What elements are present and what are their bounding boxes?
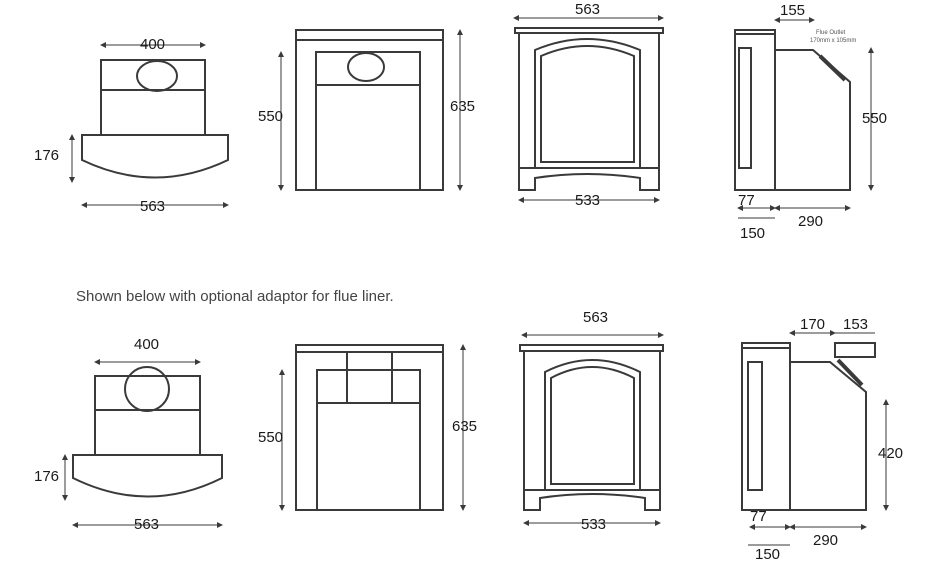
dim-side-height: 550 — [862, 110, 887, 127]
dim-plan-depth: 176 — [34, 147, 59, 164]
bottom-plan-view: 400 176 563 — [34, 336, 223, 533]
top-front-stove-view: 563 533 — [513, 1, 664, 209]
top-front-frame-view: 550 635 — [258, 29, 475, 191]
dim-plan-depth: 176 — [34, 468, 59, 485]
adaptor-caption: Shown below with optional adaptor for fl… — [76, 288, 394, 305]
dim-frame-outer-height: 635 — [450, 98, 475, 115]
dim-stove-width-top: 563 — [575, 1, 600, 18]
dim-side-depth: 290 — [798, 213, 823, 230]
bottom-front-stove-view: 563 533 — [519, 309, 664, 533]
flue-outlet-size-note: 170mm x 105mm — [810, 38, 856, 44]
dim-side-depth: 290 — [813, 532, 838, 549]
top-plan-view: 400 176 563 — [34, 36, 229, 215]
dim-plan-width-top: 400 — [140, 36, 165, 53]
dim-side-height: 420 — [878, 445, 903, 462]
dim-side-front-total: 150 — [740, 225, 765, 242]
bottom-front-frame-view: 550 635 — [258, 344, 477, 511]
dim-plan-width-base: 563 — [140, 198, 165, 215]
dim-side-top-offset: 170 — [800, 316, 825, 333]
dim-frame-inner-height: 550 — [258, 108, 283, 125]
dim-side-front: 77 — [738, 192, 755, 209]
dim-side-front-total: 150 — [755, 546, 780, 563]
dim-side-top-offset: 155 — [780, 2, 805, 19]
dim-stove-width-bottom: 533 — [581, 516, 606, 533]
bottom-side-view: 170 153 420 77 150 290 — [741, 316, 903, 563]
top-side-view: Flue Outlet 170mm x 105mm 155 550 77 150… — [734, 2, 887, 242]
dim-plan-width-top: 400 — [134, 336, 159, 353]
dim-side-adaptor: 153 — [843, 316, 868, 333]
dim-stove-width-bottom: 533 — [575, 192, 600, 209]
flue-outlet-note: Flue Outlet — [816, 30, 846, 36]
dim-side-front: 77 — [750, 508, 767, 525]
dim-stove-width-top: 563 — [583, 309, 608, 326]
dim-plan-width-base: 563 — [134, 516, 159, 533]
dim-frame-outer-height: 635 — [452, 418, 477, 435]
dim-frame-inner-height: 550 — [258, 429, 283, 446]
